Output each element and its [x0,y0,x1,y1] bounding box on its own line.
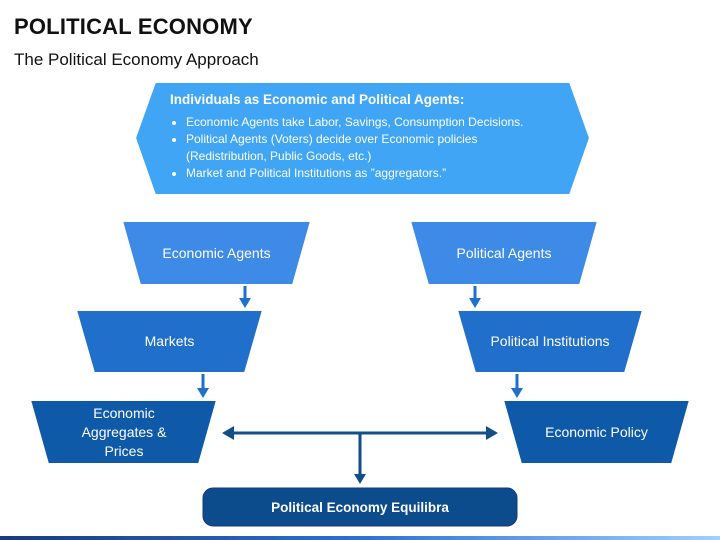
political-agents-label: Political Agents [456,244,552,261]
hexagon-heading: Individuals as Economic and Political Ag… [170,92,465,107]
page-title: POLITICAL ECONOMY [14,14,253,39]
economic-policy-label: Economic Policy [545,423,648,440]
political-agents-shape [408,220,600,286]
hexagon-bullet: Market and Political Institutions as ”ag… [186,165,560,182]
economic-agents-label: Economic Agents [162,244,271,261]
hexagon-bullet: Political Agents (Voters) decide over Ec… [186,131,560,165]
economic-aggregates-label: Economic Aggregates & Prices [81,404,167,459]
hexagon-bullet: Economic Agents take Labor, Savings, Con… [186,114,560,131]
economic-agents-shape [120,220,313,286]
markets-label: Markets [144,333,195,349]
political-institutions-label: Political Institutions [490,333,610,349]
markets-shape [74,309,265,374]
footer-gradient-bar [0,536,720,540]
arrow-political-agents-to-institutions [469,286,481,308]
agents-hexagon-content: Individuals as Economic and Political Ag… [170,92,560,182]
equilibria-label: Political Economy Equilibra [271,499,449,515]
arrow-to-equilibria [354,433,366,484]
hexagon-bullet-list: Economic Agents take Labor, Savings, Con… [170,114,560,182]
arrow-economic-agents-to-markets [239,286,251,308]
political-institutions-shape [455,309,645,374]
equilibria-box [202,487,518,527]
arrow-markets-to-aggregates [197,374,209,398]
arrow-institutions-to-policy [511,374,523,398]
economic-policy-shape [501,399,692,465]
page-subtitle: The Political Economy Approach [14,50,259,69]
agents-hexagon [133,81,592,196]
economic-aggregates-shape [28,399,219,465]
